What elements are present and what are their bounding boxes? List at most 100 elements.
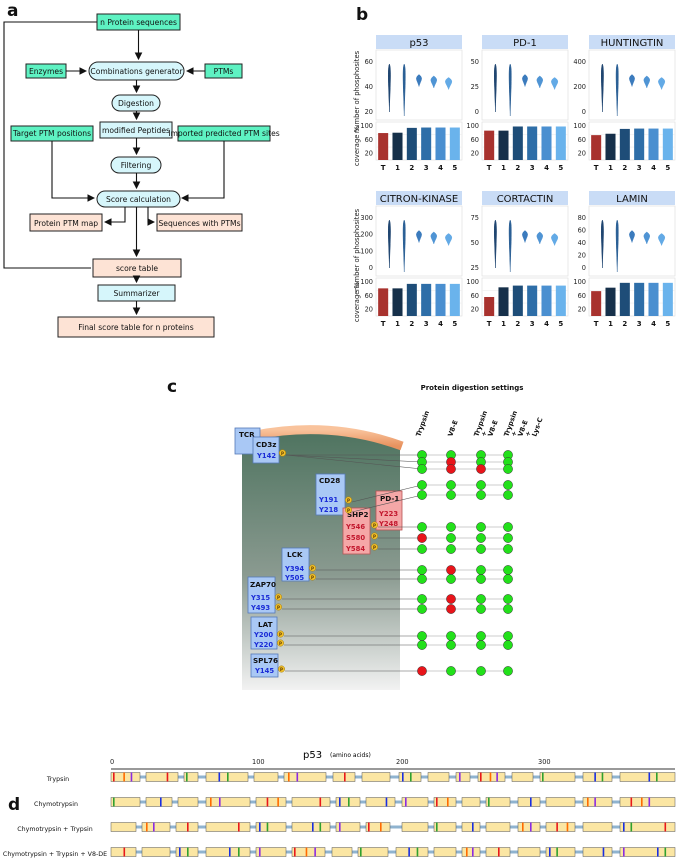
bar-xlabel: 3 — [530, 320, 535, 328]
coverage-dot — [476, 544, 486, 554]
svg-text:PD-1: PD-1 — [380, 494, 399, 503]
bar-xlabel: 3 — [424, 164, 429, 172]
coverage-dot — [446, 666, 456, 676]
phospho-marker — [309, 573, 316, 581]
phospho-marker — [275, 603, 282, 611]
d-subtitle: (amino acids) — [330, 752, 371, 759]
d-peptide — [183, 772, 199, 782]
d-site-mark — [489, 772, 492, 782]
d-tick-0: 0 — [110, 758, 114, 766]
violin-2 — [402, 219, 406, 273]
d-site-mark — [385, 797, 388, 807]
label-ptm-map: Protein PTM map — [34, 219, 98, 228]
violin-tick: 25 — [471, 83, 479, 91]
d-peptide — [145, 772, 179, 782]
bar-3 — [527, 126, 538, 160]
phospho-marker — [309, 564, 316, 572]
bar-xlabel: 5 — [452, 320, 457, 328]
coverage-dot — [476, 640, 486, 650]
bar-5 — [555, 285, 566, 316]
bar-tick: 60 — [471, 136, 479, 144]
bar-xlabel: 2 — [622, 320, 627, 328]
phospho-label: P — [347, 498, 350, 503]
violin-tick: 40 — [578, 239, 586, 247]
svg-text:Y315: Y315 — [250, 594, 270, 602]
coverage-dot — [446, 480, 456, 490]
d-peptide — [427, 772, 450, 782]
bar-tick: 20 — [471, 306, 479, 314]
d-site-mark — [602, 847, 605, 857]
label-filtering: Filtering — [121, 161, 152, 170]
protein-lat: LAT Y200 Y220 — [250, 616, 278, 650]
d-peptide — [545, 797, 576, 807]
violin-5 — [658, 77, 666, 91]
bar-area — [588, 121, 676, 161]
d-site-mark — [664, 822, 667, 832]
d-site-mark — [410, 772, 412, 782]
subplot-title: PD-1 — [513, 38, 537, 49]
d-peptide — [485, 822, 511, 832]
bar-2 — [406, 283, 417, 316]
d-site-mark — [641, 797, 643, 807]
cell-membrane — [240, 425, 404, 451]
d-site-mark — [436, 797, 438, 807]
d-site-mark — [368, 822, 370, 832]
d-peptide — [291, 847, 326, 857]
bar-xlabel: T — [381, 164, 386, 172]
phospho-marker — [277, 630, 284, 638]
label-n-protein: n Protein sequences — [100, 18, 177, 27]
subplot-title: CORTACTIN — [497, 194, 554, 205]
bar-tick: 100 — [360, 278, 373, 286]
violin-1 — [388, 63, 391, 113]
d-site-mark — [601, 772, 604, 782]
coverage-dot — [417, 666, 427, 676]
violin-3 — [416, 230, 422, 243]
coverage-dot — [417, 480, 427, 490]
violin-tick: 40 — [365, 83, 373, 91]
d-site-mark — [319, 797, 322, 807]
phospho-label: P — [311, 566, 314, 571]
coverage-dot — [446, 640, 456, 650]
coverage-dot — [476, 565, 486, 575]
bar-5 — [449, 127, 460, 160]
subplot-title-bg — [376, 191, 462, 205]
label-final: Final score table for n proteins — [78, 323, 193, 332]
d-site-mark — [319, 822, 322, 832]
bar-xlabel: 5 — [558, 164, 563, 172]
c-col-4: Trypsin + V8-E + Lys-C — [502, 409, 544, 437]
svg-text:Lys-C: Lys-C — [530, 416, 544, 437]
bar-T — [591, 135, 602, 160]
label-enzymes: Enzymes — [29, 67, 63, 76]
coverage-dot — [417, 544, 427, 554]
bar-xlabel: T — [487, 164, 492, 172]
coverage-dot — [476, 464, 486, 474]
d-track-label-4: Chymotrypsin + Trypsin + V8-DE — [3, 851, 107, 858]
d-site-mark — [402, 772, 404, 782]
d-site-mark — [187, 847, 189, 857]
d-site-mark — [466, 847, 468, 857]
c-connector — [351, 484, 423, 503]
coverage-dot — [446, 574, 456, 584]
d-peptide — [461, 847, 481, 857]
bar-1 — [605, 133, 616, 160]
subplot-title-bg — [376, 35, 462, 49]
panel-c: c Protein digestion settings Trypsin V8-… — [167, 377, 545, 690]
svg-text:LCK: LCK — [287, 550, 303, 559]
violin-1 — [494, 219, 497, 269]
d-site-mark — [556, 822, 558, 832]
d-tick-200: 200 — [396, 758, 409, 766]
d-peptide — [619, 797, 676, 807]
bar-tick: 60 — [365, 292, 373, 300]
bar-T — [378, 133, 389, 160]
bar-T — [378, 288, 389, 316]
d-site-mark — [594, 797, 596, 807]
label-seq-ptms: Sequences with PTMs — [158, 219, 240, 228]
d-track-label-1: Trypsin — [46, 776, 69, 783]
d-peptide — [619, 822, 676, 832]
d-site-mark — [498, 847, 500, 857]
d-site-mark — [153, 822, 155, 832]
bar-tick: 100 — [360, 122, 373, 130]
bar-3 — [421, 127, 432, 160]
